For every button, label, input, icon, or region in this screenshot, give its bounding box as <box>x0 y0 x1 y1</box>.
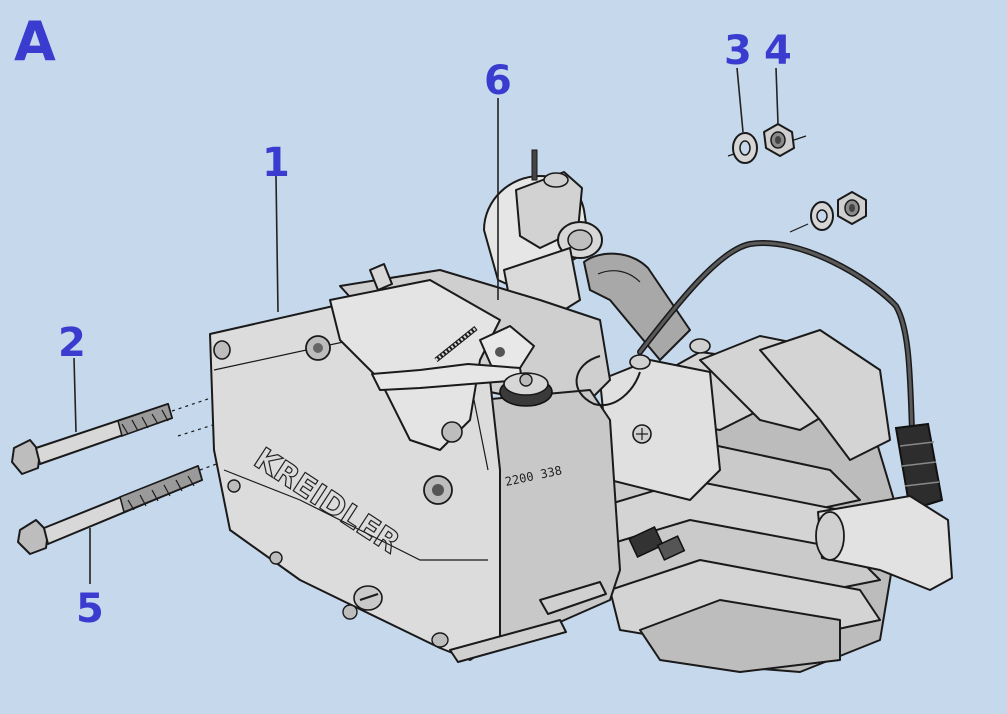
callout-6: 6 <box>484 58 512 104</box>
cylinder-fins <box>589 329 901 673</box>
part-3-washer <box>732 132 758 164</box>
callout-1: 1 <box>262 140 290 186</box>
spark-plug-lead <box>575 240 953 591</box>
second-nut <box>837 191 867 225</box>
guide-line-3 <box>727 153 735 157</box>
callout-3: 3 <box>724 28 752 74</box>
leader-line-4 <box>775 67 779 125</box>
callout-2: 2 <box>58 320 86 366</box>
second-washer <box>810 201 834 231</box>
part-1-crankcase <box>209 263 621 663</box>
part-5-bolt <box>17 464 203 555</box>
guide-line-bolt-2b <box>177 423 217 437</box>
leader-line-2 <box>73 357 77 433</box>
leader-line-1 <box>275 175 279 313</box>
leader-line-3 <box>736 67 744 133</box>
intake-pipe <box>583 252 691 361</box>
guide-line-4 <box>793 135 807 141</box>
callout-4: 4 <box>764 28 792 74</box>
callout-5: 5 <box>76 586 104 632</box>
guide-line-bolt-2 <box>171 396 215 412</box>
part-2-bolt <box>11 403 173 475</box>
part-4-nut <box>763 123 795 157</box>
guide-line-stud <box>789 223 809 233</box>
section-letter: A <box>14 10 56 73</box>
